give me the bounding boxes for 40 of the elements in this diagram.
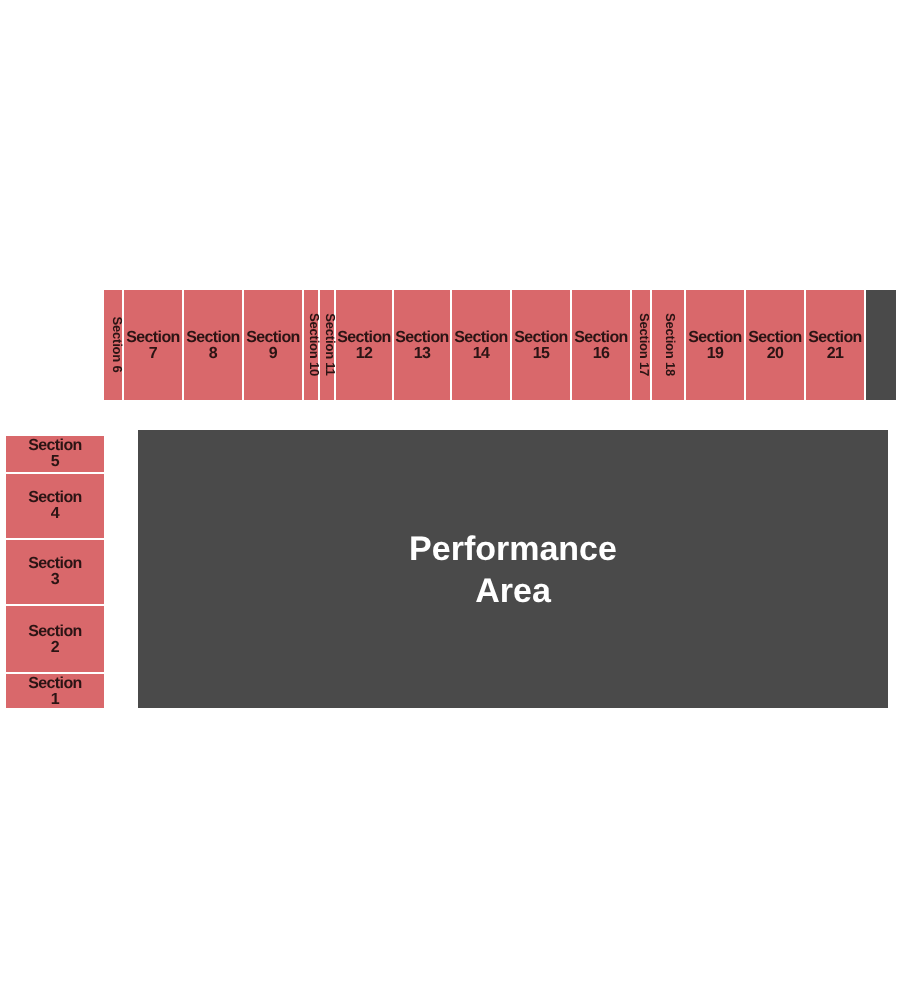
section-label: Section 20 [748,329,802,361]
seating-section [244,290,302,400]
section-label: Section 13 [395,329,449,361]
seating-section [184,290,242,400]
section-label: Section 5 [28,438,82,470]
seating-section [336,290,392,400]
seating-section [686,290,744,400]
seating-section [320,290,334,400]
seating-section [6,606,104,672]
section-label: Section 15 [514,329,568,361]
seating-section [304,290,318,400]
stage-block [866,290,896,400]
section-label: Section 3 [28,556,82,588]
section-label: Section 8 [186,329,240,361]
seating-section [512,290,570,400]
section-label: Section 4 [28,490,82,522]
seating-section [6,674,104,708]
section-label: Section 16 [574,329,628,361]
seating-section [632,290,650,400]
stage-area [138,430,888,708]
seating-section [652,290,684,400]
seating-section [124,290,182,400]
seating-section [104,290,122,400]
section-label: Section 7 [126,329,180,361]
seating-section [452,290,510,400]
section-label: Section 21 [808,329,862,361]
seating-section [394,290,450,400]
seating-section [572,290,630,400]
section-label: Section 9 [246,329,300,361]
section-label: Section 14 [454,329,508,361]
seating-section [6,540,104,604]
seating-section [6,436,104,472]
section-label: Section 12 [337,329,391,361]
section-label: Section 1 [28,675,82,707]
section-label: Section 19 [688,329,742,361]
seating-section [746,290,804,400]
seating-section [806,290,864,400]
stage-label: Performance Area [409,527,617,611]
seating-section [6,474,104,538]
section-label: Section 2 [28,623,82,655]
